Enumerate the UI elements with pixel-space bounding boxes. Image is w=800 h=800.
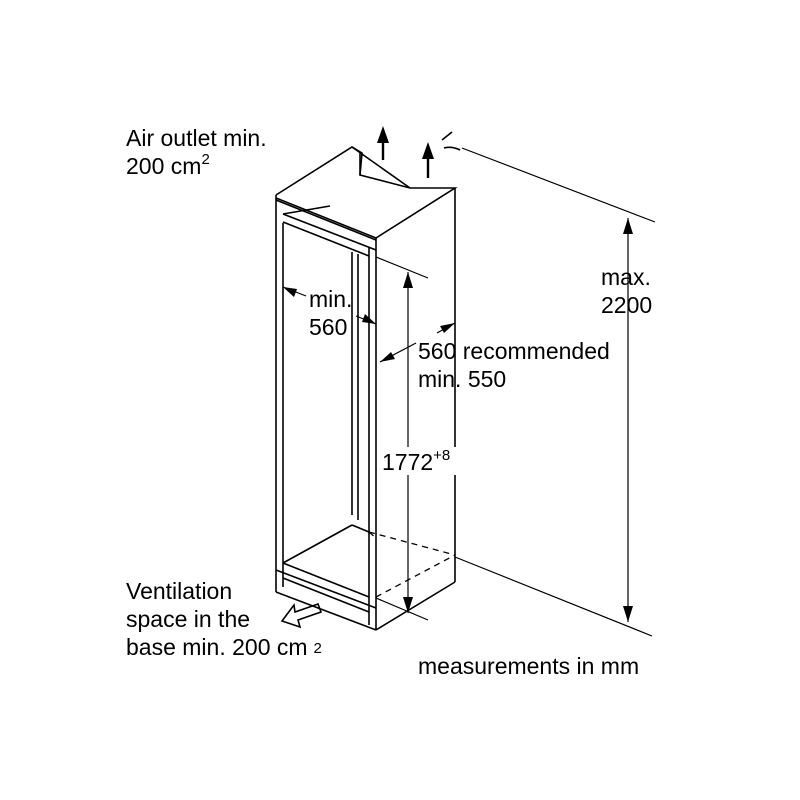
niche-height-dimension: [375, 256, 429, 621]
ventilation-arrow-icon: [280, 602, 323, 629]
cabinet-bottom-side-edge: [375, 581, 456, 631]
depth-arrow-left: [380, 352, 395, 362]
max-height-arrow-top: [623, 218, 633, 234]
cabinet-top-back-edge: [351, 146, 411, 189]
air-arrow-2-head: [422, 142, 434, 159]
cabinet-niche: [275, 146, 458, 631]
niche-height-arrow-top: [403, 272, 413, 288]
min-width-label: min. 560: [309, 286, 352, 340]
plinth-top-inner: [282, 577, 370, 613]
ventilation-label: Ventilation space in the base min. 200 c…: [126, 578, 322, 660]
ventilation-line1: Ventilation: [126, 578, 232, 604]
niche-height-value: 1772+8: [382, 447, 450, 475]
floor-front-edge: [282, 562, 370, 598]
ventilation-line2: space in the: [126, 606, 250, 632]
air-arrow-1-head: [377, 126, 389, 143]
min-width-line1: min.: [309, 286, 352, 312]
max-height-line2: 2200: [601, 292, 652, 318]
niche-height-label: 1772+8: [380, 447, 466, 475]
top-shelf-front-inner: [282, 221, 370, 257]
depth-dash-back: [368, 531, 456, 556]
top-shelf-back-left: [282, 205, 331, 215]
plinth-bottom: [275, 591, 377, 631]
depth-dash-corner: [368, 531, 377, 539]
air-outlet-arrows: [377, 126, 434, 178]
niche-height-arrow-bottom: [403, 597, 413, 613]
niche-height-ext-bottom: [375, 597, 429, 621]
depth-dash-diagonal: [375, 554, 456, 598]
units-note: measurements in mm: [418, 653, 639, 679]
max-height-dimension: [441, 131, 656, 637]
floor-back-edge: [351, 524, 370, 533]
min-width-line2: 560: [309, 314, 347, 340]
ventilation-arrow: [280, 602, 323, 629]
max-height-label: max. 2200: [601, 264, 652, 318]
min-width-dimension: [282, 286, 377, 325]
min-width-arrow-left: [283, 287, 297, 297]
depth-dimension: [379, 322, 456, 363]
depth-label: 560 recommended min. 550: [418, 338, 610, 392]
floor-left-edge: [282, 524, 353, 564]
height-tick-top: [441, 131, 461, 151]
max-height-ext-top: [461, 147, 656, 223]
max-height-ext-bottom: [454, 556, 653, 637]
niche-height-label-bg: [380, 447, 466, 475]
top-shelf-front-mid: [282, 213, 377, 251]
air-outlet-line1: Air outlet min.: [126, 125, 267, 151]
max-height-arrow-bottom: [623, 606, 633, 622]
max-height-line1: max.: [601, 264, 651, 290]
niche-height-ext-top: [375, 256, 429, 279]
air-outlet-line2: 200 cm2: [126, 151, 210, 179]
min-width-arrow-right: [362, 314, 376, 324]
depth-line1: 560 recommended: [418, 338, 610, 364]
depth-arrow-right: [440, 323, 455, 333]
plinth-top-outer: [275, 569, 377, 609]
air-outlet-label: Air outlet min. 200 cm2: [126, 125, 267, 179]
top-shelf-front-outer: [275, 199, 377, 241]
depth-line2: min. 550: [418, 366, 506, 392]
